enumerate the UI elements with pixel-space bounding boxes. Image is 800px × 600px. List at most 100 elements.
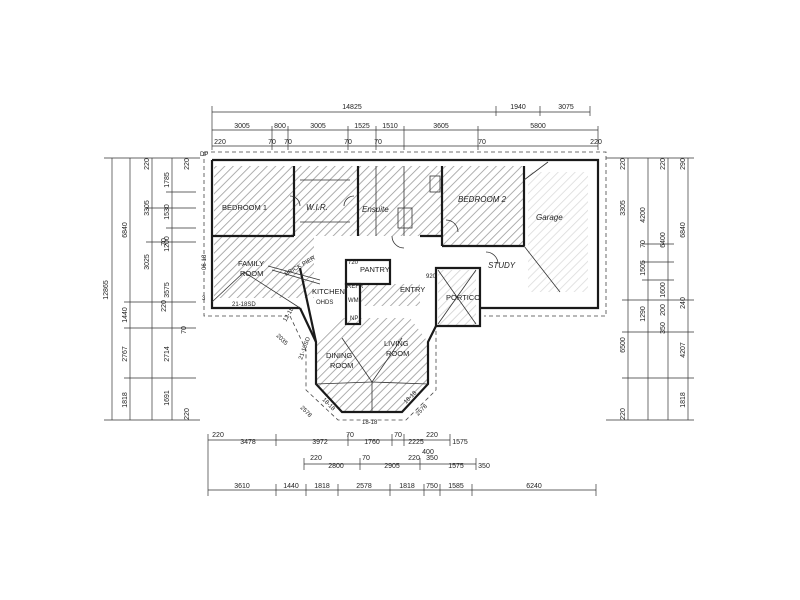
note-bay-right: 2578: [415, 403, 429, 417]
dim-right-350: 350: [660, 322, 667, 334]
room-dining-2: ROOM: [330, 361, 353, 370]
dim-right-1290: 1290: [640, 306, 647, 322]
dim-left-70a: 70: [161, 238, 168, 246]
dim-top-70c: 70: [344, 139, 352, 146]
left-dimensions: [104, 157, 200, 421]
room-pantry: PANTRY: [360, 265, 390, 274]
dim-right-1505: 1505: [640, 260, 647, 276]
bottom-dimension-labels: 220 3478 3972 70 1760 70 2225 220 1575 2…: [212, 432, 542, 490]
dim-left-6840: 6840: [122, 222, 129, 238]
dim-bottom-2800: 2800: [328, 463, 344, 470]
dim-top-70d: 70: [374, 139, 382, 146]
dim-bottom-70b: 70: [394, 432, 402, 439]
bottom-dimensions: [207, 434, 597, 496]
dim-bottom-3610: 3610: [234, 483, 250, 490]
dim-bottom-1818a: 1818: [314, 483, 330, 490]
dim-top-3605: 3605: [433, 123, 449, 130]
dim-left-220c: 220: [184, 408, 191, 420]
dim-left-3025: 3025: [144, 254, 151, 270]
dim-bottom-350b: 350: [478, 463, 490, 470]
dim-bottom-2225: 2225: [408, 439, 424, 446]
room-bedroom-2: BEDROOM 2: [458, 195, 507, 204]
dim-left-1818: 1818: [122, 392, 129, 408]
room-wir: W.I.R.: [306, 203, 328, 212]
dim-left-70b: 70: [181, 326, 188, 334]
note-kitchen-ohds: OHDS: [316, 300, 333, 306]
room-kitchen: KITCHEN: [312, 287, 345, 296]
dim-bottom-2578: 2578: [356, 483, 372, 490]
dim-right-1600: 1600: [660, 282, 667, 298]
dim-right-70a: 70: [640, 240, 647, 248]
dim-right-200: 200: [660, 304, 667, 316]
dim-right-4207: 4207: [680, 342, 687, 358]
dim-right-6500: 6500: [620, 337, 627, 353]
room-ensuite: Ensuite: [362, 205, 389, 214]
room-family-2: ROOM: [240, 269, 263, 278]
note-dp: DP: [200, 152, 208, 158]
annotations: 21-18SD 06-18 BRICK PIER OHDS 21-18SD 20…: [200, 152, 437, 426]
dim-right-3305: 3305: [620, 200, 627, 216]
dim-right-6840: 6840: [680, 222, 687, 238]
dim-bottom-3478: 3478: [240, 439, 256, 446]
dim-bottom-400: 400: [422, 449, 434, 456]
room-living: LIVING: [384, 339, 409, 348]
dim-left-220b: 220: [144, 158, 151, 170]
room-living-2: ROOM: [386, 349, 409, 358]
dim-left-3575: 3575: [164, 282, 171, 298]
dim-left-1200: 1200: [164, 236, 171, 252]
note-wm: WM: [348, 298, 359, 304]
dim-bottom-220b: 220: [426, 432, 438, 439]
dim-left-12865: 12865: [103, 280, 110, 300]
room-entry: ENTRY: [400, 285, 425, 294]
dim-right-1818: 1818: [680, 392, 687, 408]
top-dimensions: [211, 106, 599, 150]
note-entry-code: 920: [426, 274, 437, 280]
room-bedroom-1: BEDROOM 1: [222, 203, 267, 212]
dim-right-290: 290: [680, 158, 687, 170]
dim-bottom-70a: 70: [346, 432, 354, 439]
dim-left-220a: 220: [184, 158, 191, 170]
dim-top-1525: 1525: [354, 123, 370, 130]
top-dimension-labels: 14825 1940 3075 3005 800 3005 1525 1510 …: [214, 104, 602, 146]
dim-bottom-220a: 220: [212, 432, 224, 439]
dim-top-70b: 70: [284, 139, 292, 146]
dim-bottom-2905: 2905: [384, 463, 400, 470]
dim-left-1530: 1530: [164, 204, 171, 220]
note-dim-3: 3: [202, 296, 206, 302]
dim-bottom-1818b: 1818: [399, 483, 415, 490]
dim-left-2767: 2767: [122, 346, 129, 362]
dim-left-220d: 220: [161, 300, 168, 312]
note-dining-ceiling: 21-18SD: [298, 336, 312, 361]
dim-bottom-1585: 1585: [448, 483, 464, 490]
room-garage: Garage: [536, 213, 563, 222]
dim-top-3005b: 3005: [310, 123, 326, 130]
dim-right-220c: 220: [620, 408, 627, 420]
dim-bottom-70c: 70: [362, 455, 370, 462]
room-family: FAMILY: [238, 259, 264, 268]
dim-top-1940: 1940: [510, 104, 526, 111]
dim-bottom-1575b: 1575: [448, 463, 464, 470]
right-dimensions: [606, 157, 694, 421]
room-dining: DINING: [326, 351, 352, 360]
dim-bottom-1440: 1440: [283, 483, 299, 490]
note-np: NP: [350, 316, 358, 322]
dim-top-70a: 70: [268, 139, 276, 146]
interior-lines: [211, 161, 561, 412]
room-study: STUDY: [488, 261, 516, 270]
dim-bottom-220d: 220: [408, 455, 420, 462]
right-dimension-labels: 6840 4207 1818 3305 4200 6400 6500 1505 …: [620, 158, 687, 420]
dim-right-240: 240: [680, 297, 687, 309]
dim-left-2714: 2714: [164, 346, 171, 362]
dim-top-220a: 220: [214, 139, 226, 146]
dim-bottom-1760: 1760: [364, 439, 380, 446]
note-bay-mid: 18-18: [362, 420, 378, 426]
eaves-outline: [203, 151, 607, 421]
dim-right-220a: 220: [620, 158, 627, 170]
dim-top-1510: 1510: [382, 123, 398, 130]
dim-top-220b: 220: [590, 139, 602, 146]
dim-top-70e: 70: [478, 139, 486, 146]
dim-top-3075: 3075: [558, 104, 574, 111]
dim-top-5800: 5800: [530, 123, 546, 130]
note-refr: REFR: [347, 284, 364, 290]
